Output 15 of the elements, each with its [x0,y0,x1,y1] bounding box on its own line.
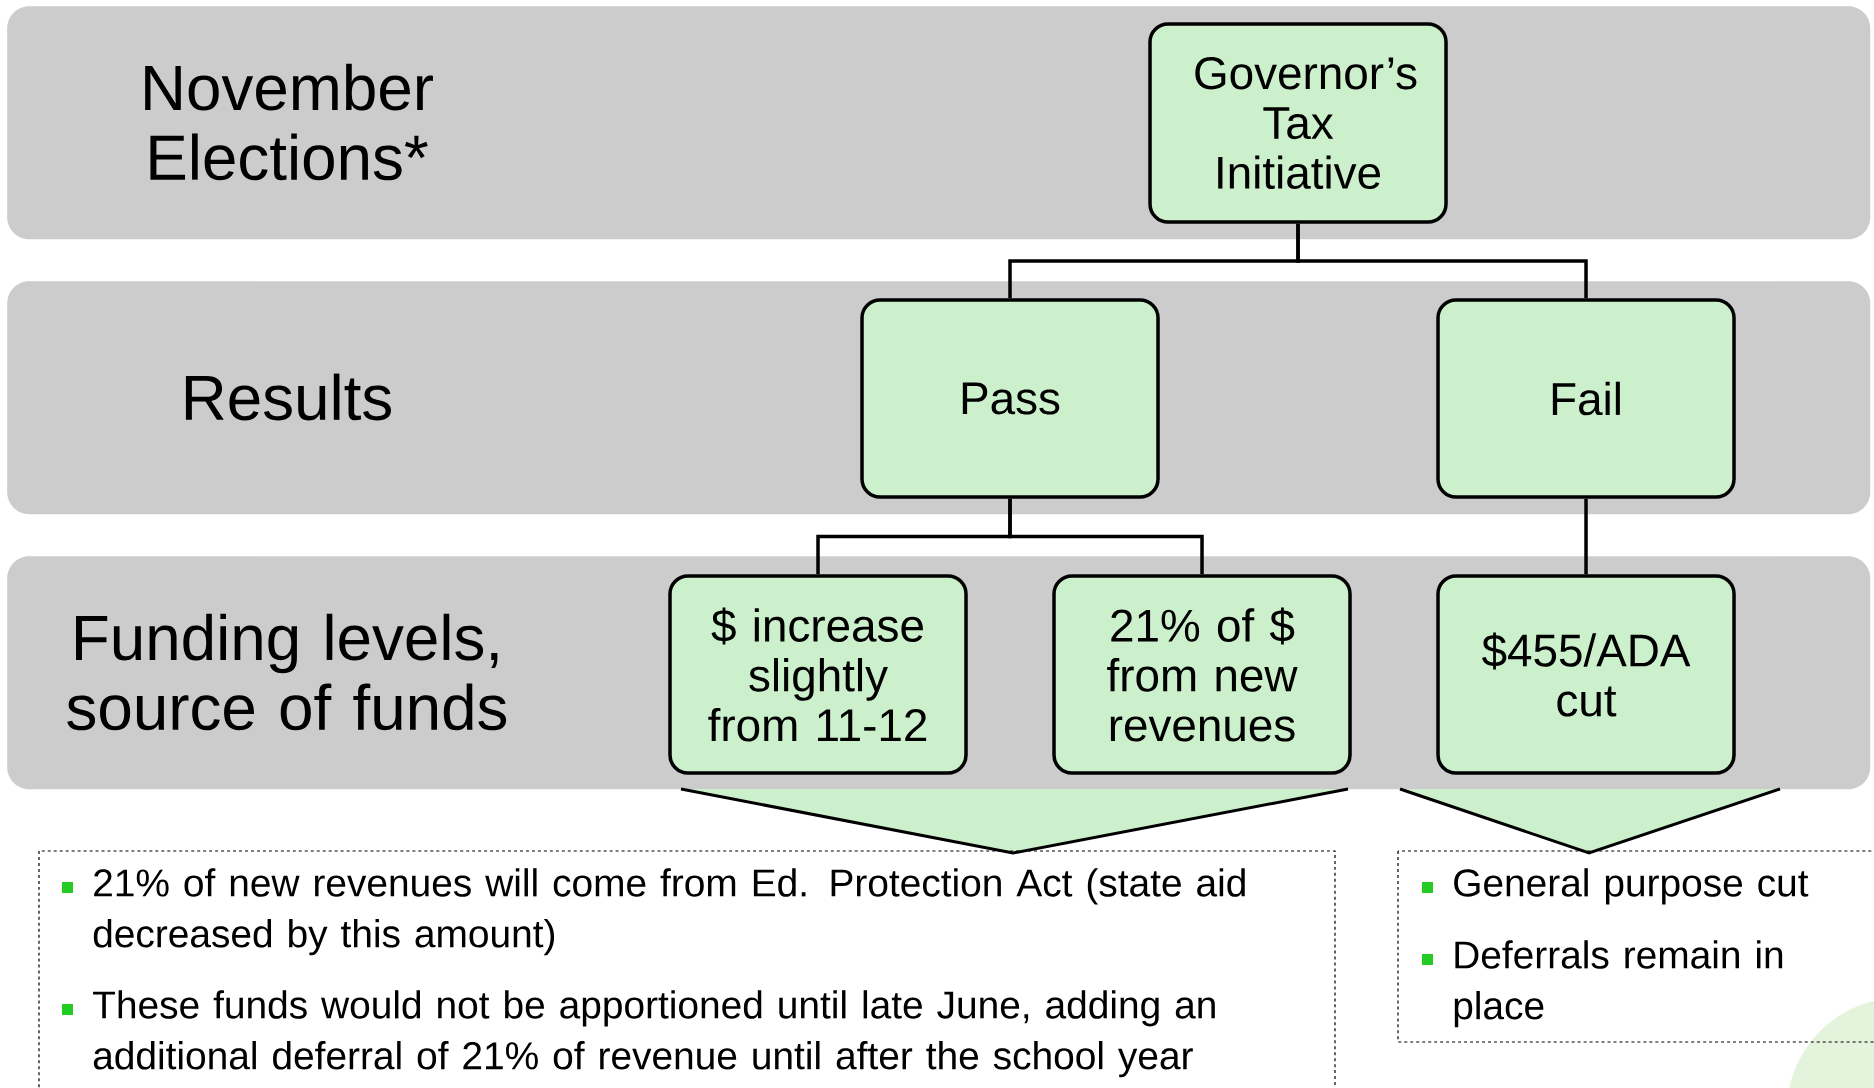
connector [1008,498,1204,575]
result-box: $455/ADA cut [1436,574,1736,775]
result-box: 21% of $ from new revenues [1052,574,1352,775]
result-box: Pass [860,298,1160,499]
connector [1296,223,1588,299]
note-box [1397,850,1874,1043]
result-box: $ increase slightly from 11-12 [668,574,968,775]
bullet-item: General purpose cut [1422,868,1809,905]
result-box: Fail [1436,298,1736,499]
connector [1584,498,1588,575]
bullet-item: Deferrals remain in place [1422,940,1783,1028]
bullet-item: 21% of new revenues will come from Ed. Protection Act (state aid decreased by this amount) [62,868,1245,956]
bullet-item: These funds would not be apportioned until late June, adding an additional deferral of 21% of revenue until after the school year [62,990,1215,1078]
note-box [38,850,1336,1088]
result-box: Governor’s Tax Initiative [1148,22,1448,224]
